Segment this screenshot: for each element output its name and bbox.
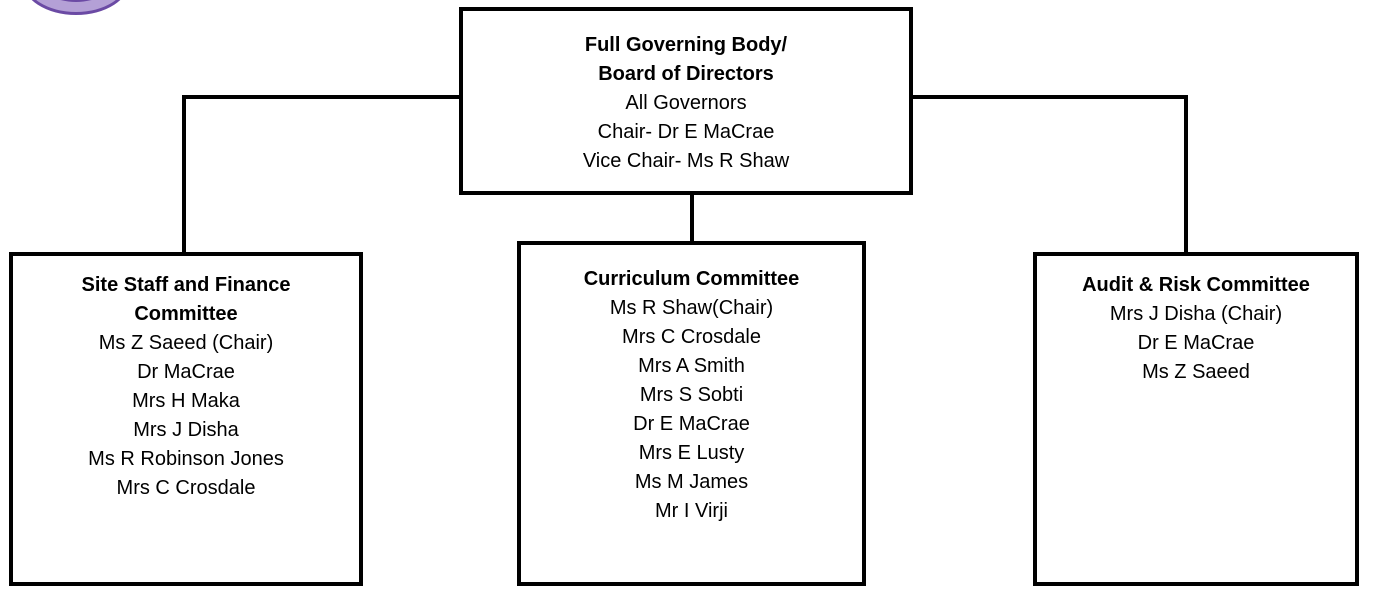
box-title: Full Governing Body/ [584,34,788,56]
member-line: Chair- Dr E MaCrae [597,121,775,143]
member-line: Vice Chair- Ms R Shaw [582,150,790,172]
box-title: Board of Directors [598,63,774,85]
member-line: Mrs J Disha (Chair) [1109,303,1283,325]
member-line: Ms Z Saeed [1142,361,1250,383]
box-title: Site Staff and Finance [81,274,291,296]
member-line: Ms Z Saeed (Chair) [98,332,274,354]
member-line: Ms R Shaw(Chair) [609,297,774,319]
member-line: Dr E MaCrae [633,413,750,435]
member-line: All Governors [625,92,747,114]
member-line: Mrs E Lusty [638,442,745,464]
member-line: Mrs S Sobti [639,384,744,406]
audit-risk-committee-box: Audit & Risk Committee Mrs J Disha (Chai… [1033,252,1359,586]
box-title: Committee [134,303,238,325]
box-title: Curriculum Committee [583,268,800,290]
member-line: Dr E MaCrae [1137,332,1255,354]
member-line: Mrs C Crosdale [116,477,256,499]
site-staff-finance-committee-box: Site Staff and Finance Committee Ms Z Sa… [9,252,363,586]
member-line: Ms R Robinson Jones [88,448,284,470]
member-line: Mrs C Crosdale [622,326,761,348]
member-line: Dr MaCrae [137,361,235,383]
member-line: Ms M James [634,471,749,493]
full-governing-body-box: Full Governing Body/ Board of Directors … [459,7,913,195]
box-title: Audit & Risk Committee [1082,274,1310,296]
member-line: Mr I Virji [655,500,728,522]
member-line: Mrs J Disha [133,419,239,441]
member-line: Mrs H Maka [132,390,240,412]
curriculum-committee-box: Curriculum Committee Ms R Shaw(Chair) Mr… [517,241,866,586]
member-line: Mrs A Smith [638,355,745,377]
